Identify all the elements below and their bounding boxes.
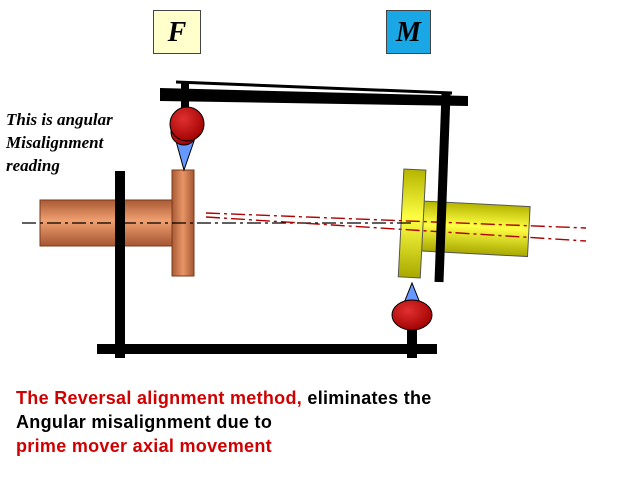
dial-indicator-icon	[391, 281, 433, 331]
caption-line-1: The Reversal alignment method, eliminate…	[16, 386, 626, 410]
movable-machine-label: M	[386, 10, 431, 54]
caption-line-3: prime mover axial movement	[16, 436, 272, 456]
bracket-right-post	[434, 93, 451, 283]
note-line: This is angular	[6, 110, 113, 129]
caption-text: eliminates the	[302, 388, 432, 408]
caption-method-name: The Reversal alignment method,	[16, 388, 303, 408]
caption: The Reversal alignment method, eliminate…	[16, 386, 626, 458]
note-line: reading	[6, 156, 60, 175]
caption-line-2: Angular misalignment due to	[16, 412, 273, 432]
dial-indicator-icon	[169, 106, 205, 172]
movable-centerline-upper	[205, 212, 587, 229]
movable-centerline-lower	[205, 216, 587, 242]
movable-shaft	[414, 200, 531, 258]
bracket-top-bar	[160, 88, 468, 106]
movable-machine	[397, 168, 531, 279]
note-line: Misalignment	[6, 133, 104, 152]
bracket-top-bar-edge	[175, 80, 453, 95]
angular-reading-note: This is angular Misalignment reading	[6, 108, 156, 177]
fixed-machine-label: F	[153, 10, 201, 54]
